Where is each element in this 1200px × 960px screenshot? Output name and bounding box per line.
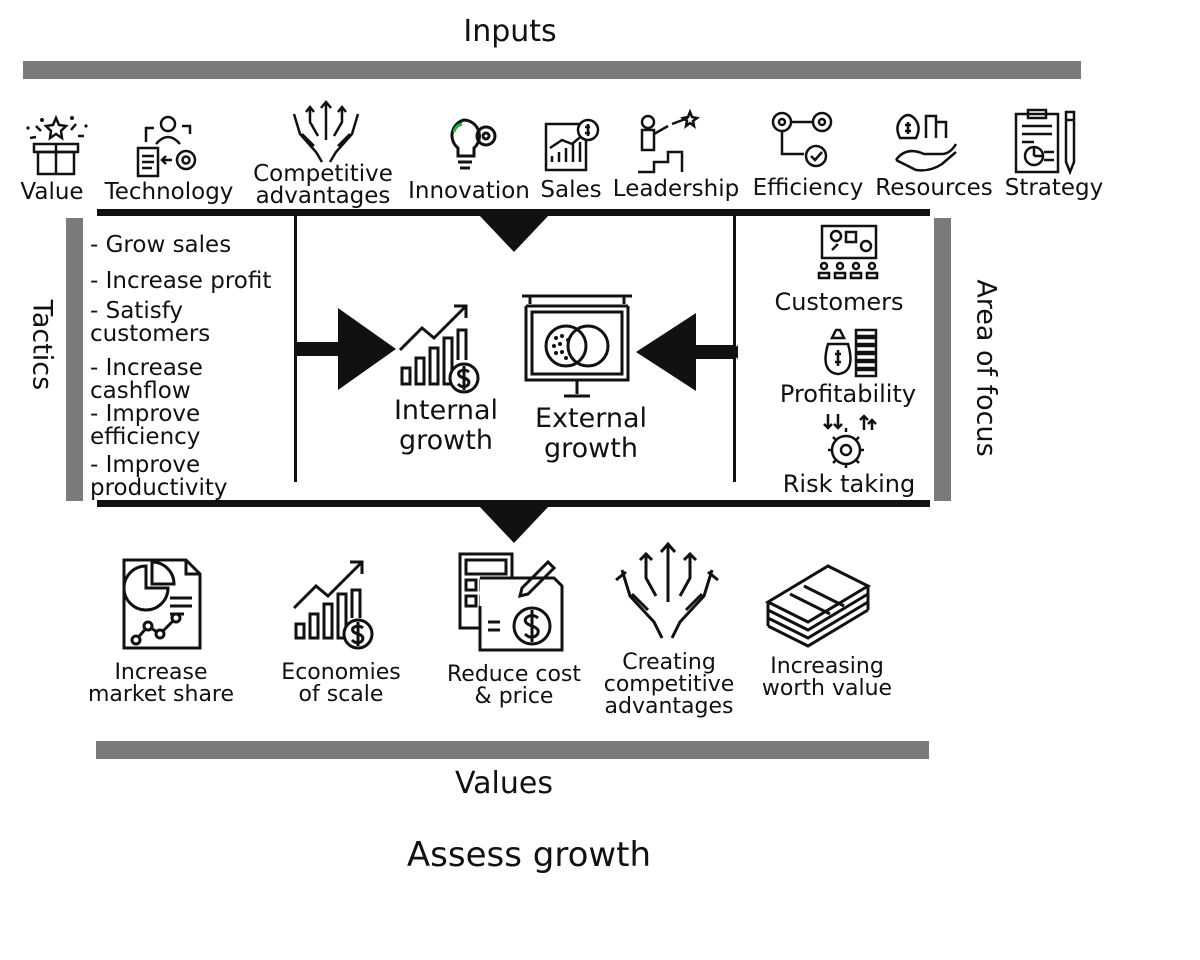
tactics-bar bbox=[66, 218, 83, 501]
gear-arrows-icon bbox=[823, 414, 877, 468]
growth-chart-dollar-icon bbox=[398, 304, 480, 394]
input-label-sales: Sales bbox=[540, 177, 602, 203]
gift-box-icon bbox=[26, 114, 88, 176]
input-label-resources: Resources bbox=[875, 175, 993, 201]
top-divider bbox=[97, 209, 930, 216]
focus-label-customers: Customers bbox=[774, 288, 904, 316]
customers-board-icon bbox=[817, 224, 879, 280]
value-label-competitive-advantages: Creating competitive advantages bbox=[603, 650, 735, 719]
inputs-bar bbox=[23, 61, 1081, 79]
values-bar bbox=[96, 741, 929, 759]
input-label-competitive-advantages: Competitive advantages bbox=[253, 161, 393, 209]
tactic-item: - Increase cashflow bbox=[90, 355, 203, 404]
clipboard-pen-icon bbox=[1014, 108, 1076, 176]
area-of-focus-title: Area of focus bbox=[970, 279, 1002, 457]
down-arrow-icon bbox=[478, 214, 550, 252]
sales-chart-icon bbox=[544, 118, 600, 172]
input-label-technology: Technology bbox=[104, 179, 234, 205]
area-of-focus-bar bbox=[934, 218, 951, 501]
value-label-worth-value: Increasing worth value bbox=[761, 654, 893, 701]
values-title: Values bbox=[454, 766, 553, 801]
focus-label-risk-taking: Risk taking bbox=[782, 470, 916, 498]
leader-stairs-icon bbox=[638, 108, 700, 174]
gears-check-icon bbox=[771, 111, 833, 168]
money-stack-icon bbox=[764, 564, 872, 648]
focus-label-profitability: Profitability bbox=[779, 380, 917, 408]
tactic-item: - Increase profit bbox=[90, 268, 272, 294]
presentation-board-icon bbox=[522, 294, 632, 398]
external-growth-label: External growth bbox=[534, 403, 648, 464]
tactic-item: - Improve efficiency bbox=[90, 401, 201, 450]
input-label-value: Value bbox=[20, 179, 84, 205]
value-label-market-share: Increase market share bbox=[87, 660, 235, 707]
bottom-divider bbox=[97, 500, 930, 507]
tactics-title: Tactics bbox=[26, 299, 58, 391]
left-arrow-icon bbox=[636, 313, 738, 391]
technology-person-gear-icon bbox=[136, 115, 197, 178]
hands-arrows-icon bbox=[615, 541, 719, 639]
money-bag-coins-icon bbox=[824, 328, 878, 378]
hands-arrows-icon bbox=[292, 100, 360, 163]
lightbulb-gear-icon bbox=[450, 118, 497, 170]
input-label-efficiency: Efficiency bbox=[752, 175, 864, 201]
internal-growth-label: Internal growth bbox=[393, 395, 499, 456]
input-label-strategy: Strategy bbox=[1004, 175, 1104, 201]
report-pie-chart-icon bbox=[122, 558, 202, 650]
right-arrow-icon bbox=[294, 308, 396, 390]
tactic-item: - Improve productivity bbox=[90, 452, 228, 501]
input-label-leadership: Leadership bbox=[612, 176, 740, 202]
down-arrow-icon bbox=[478, 505, 550, 543]
inputs-title: Inputs bbox=[463, 14, 557, 49]
tactic-item: - Satisfy customers bbox=[90, 298, 211, 347]
growth-chart-dollar-icon bbox=[292, 560, 374, 650]
tactic-item: - Grow sales bbox=[90, 232, 232, 258]
input-label-innovation: Innovation bbox=[408, 178, 530, 204]
footer-title: Assess growth bbox=[406, 835, 652, 875]
hand-money-buildings-icon bbox=[894, 113, 958, 172]
value-label-reduce-cost: Reduce cost & price bbox=[446, 662, 581, 709]
calculator-dollar-icon bbox=[458, 552, 564, 652]
value-label-economies-of-scale: Economies of scale bbox=[281, 660, 401, 707]
